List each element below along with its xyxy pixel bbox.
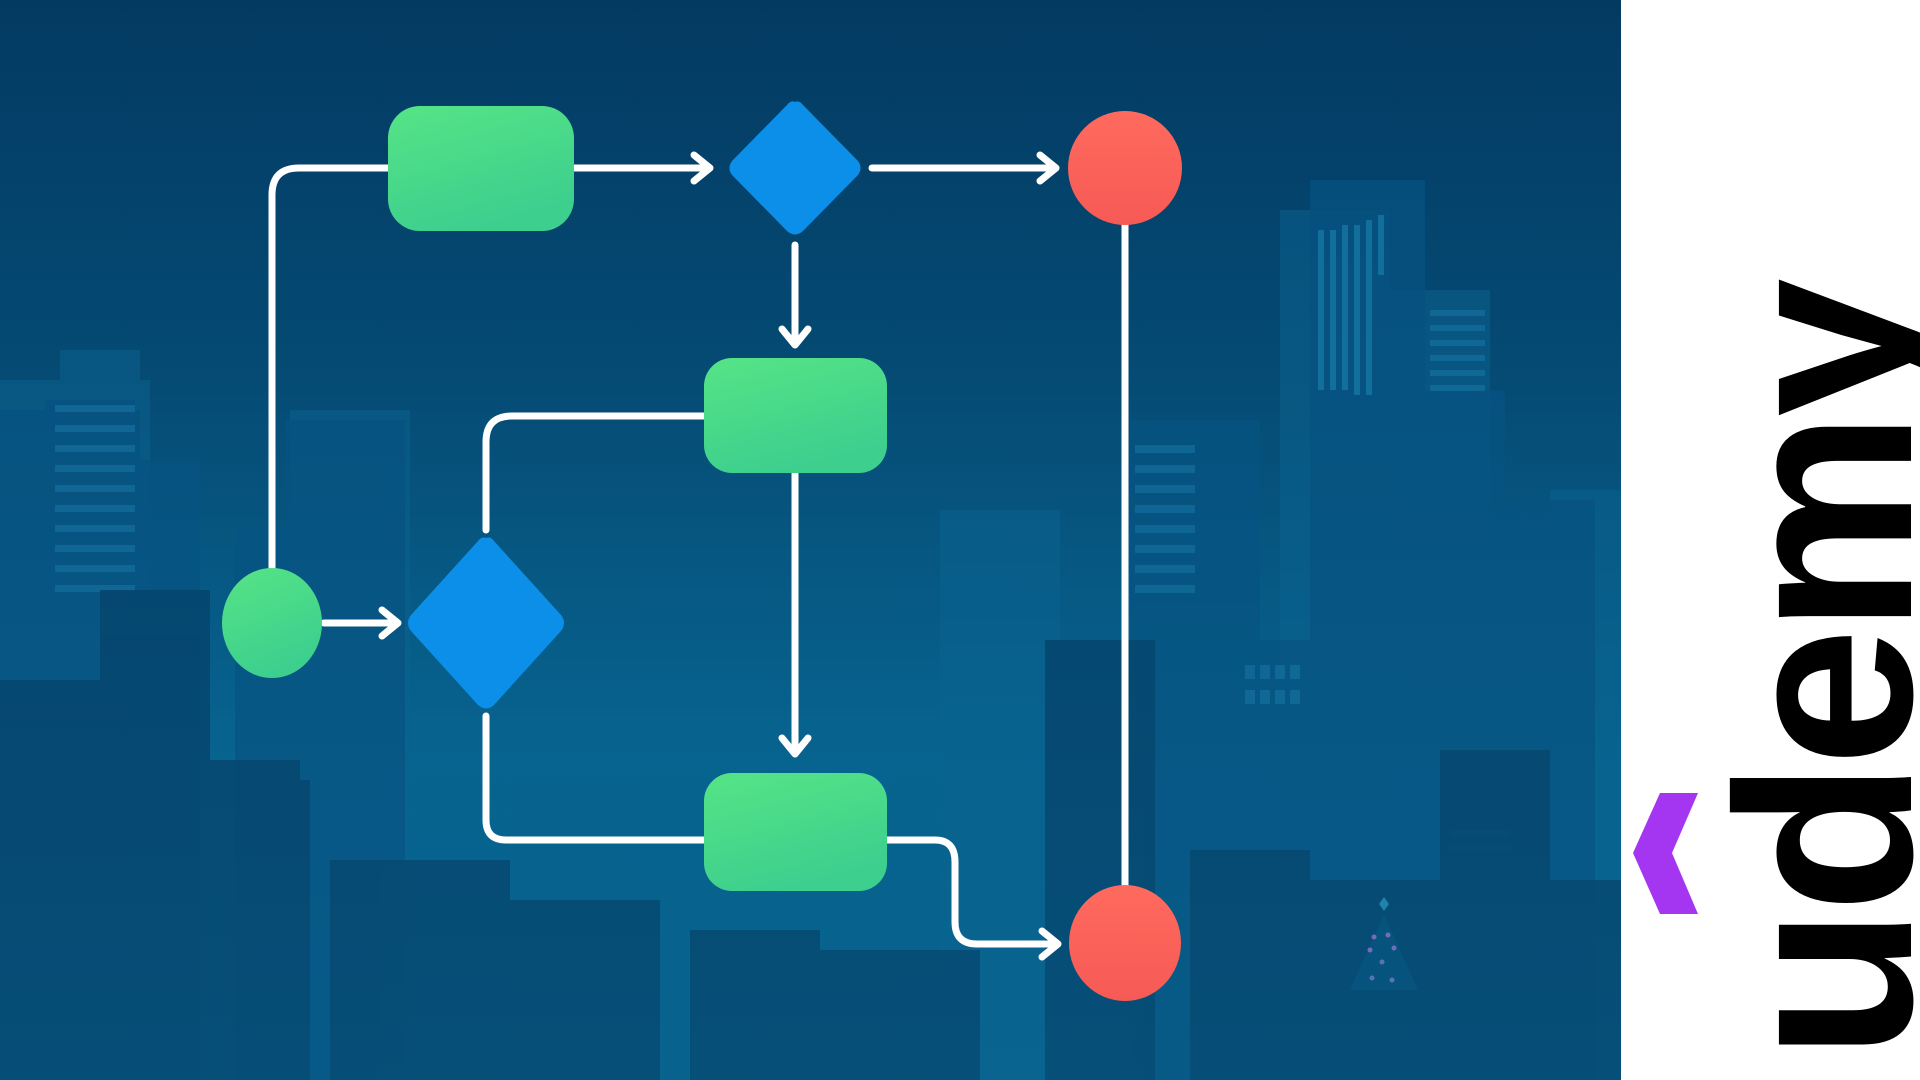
flowchart-nodes [222, 101, 1182, 1001]
arrowhead-icon [778, 734, 812, 758]
arrowhead-icon [1038, 927, 1062, 961]
start-node [222, 568, 322, 678]
udemy-logo-wordmark: udemy [1685, 284, 1920, 1060]
end-node-2 [1069, 885, 1181, 1001]
arrowhead-icon [690, 151, 714, 185]
arrowhead-icon [778, 325, 812, 349]
decision-node-1 [729, 101, 861, 235]
edge-process3-end2 [883, 836, 1060, 948]
decision-node-2 [408, 537, 564, 709]
edge-arrowhead-icon [378, 606, 402, 640]
process-node-2 [704, 358, 887, 473]
chevron-left-icon [1633, 793, 1698, 914]
city-skyline-background [0, 0, 1621, 1080]
edge-start-process1 [268, 164, 392, 577]
edge-process2-decision2 [482, 412, 708, 534]
end-node-1 [1068, 111, 1182, 225]
edge-decision2-process3 [482, 712, 708, 844]
process-node-1 [388, 106, 574, 231]
arrowhead-icon [1036, 151, 1060, 185]
process-node-3 [704, 773, 887, 891]
flowchart-connectors [268, 151, 1129, 961]
illustration-panel [0, 0, 1621, 1080]
